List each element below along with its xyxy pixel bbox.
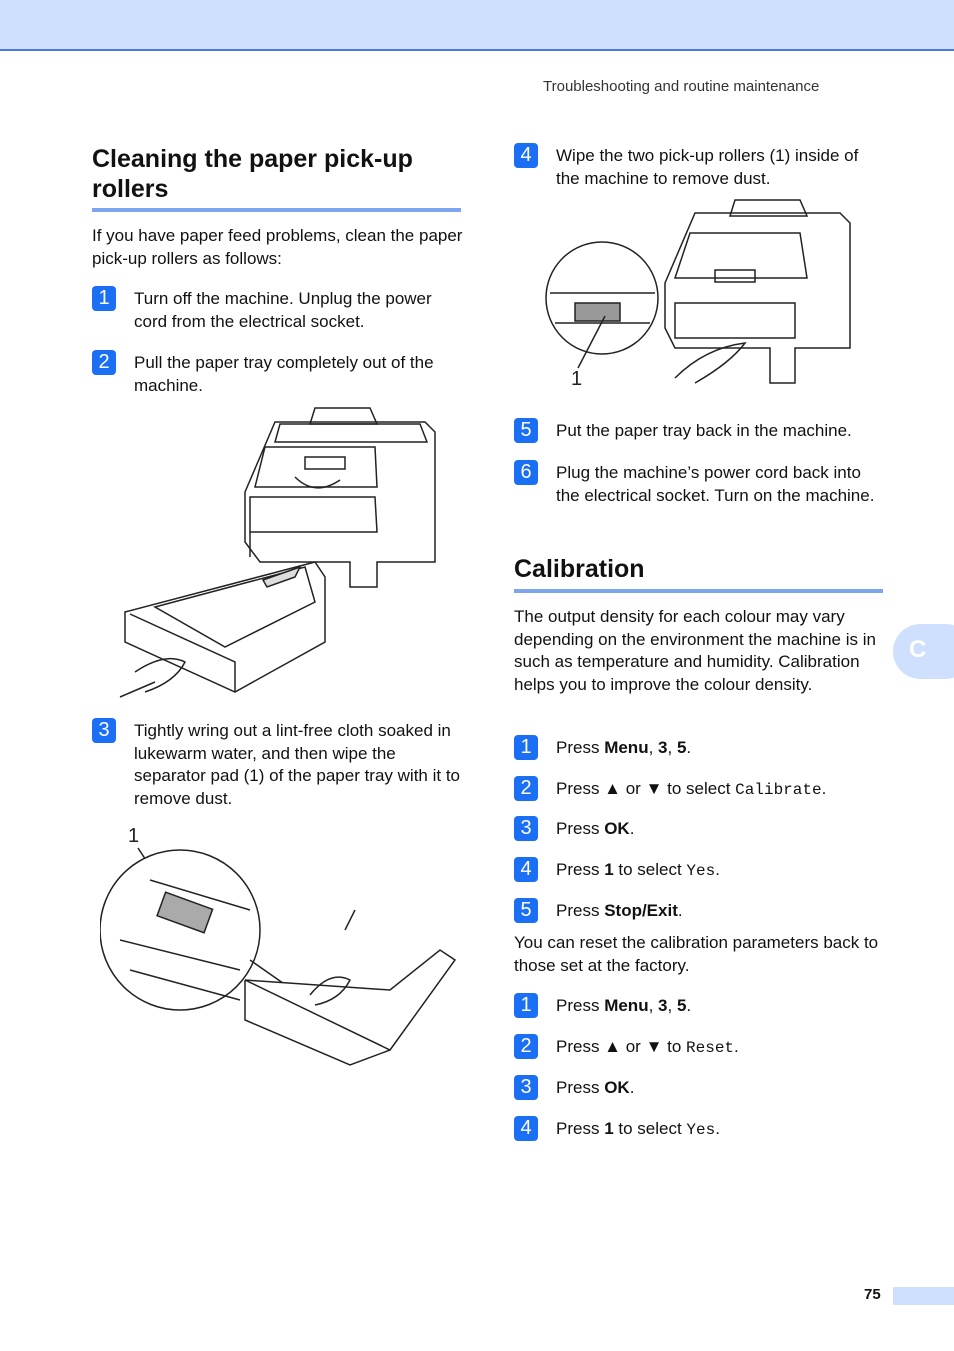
title-rule: [92, 208, 461, 212]
step-number: 3: [514, 1075, 538, 1100]
separator-pad-illustration: 1: [100, 825, 457, 1066]
section-title-cleaning: Cleaning the paper pick-up rollers: [92, 145, 413, 203]
step-number: 3: [92, 718, 116, 743]
step-number: 4: [514, 1116, 538, 1141]
step-number: 2: [92, 350, 116, 375]
step-text: Press ▲ or ▼ to select Calibrate.: [556, 779, 827, 799]
chapter-tab: C: [893, 624, 954, 679]
running-header: Troubleshooting and routine maintenance: [543, 78, 820, 95]
top-banner: [0, 0, 954, 51]
chapter-tab-letter: C: [909, 636, 927, 663]
step-text: Tightly wring out a lint-free cloth soak…: [134, 721, 461, 808]
step-text: Plug the machine’s power cord back into …: [556, 463, 875, 505]
step-text: Turn off the machine. Unplug the power c…: [134, 289, 432, 331]
step-text: Wipe the two pick-up rollers (1) inside …: [556, 146, 859, 188]
step-number: 4: [514, 143, 538, 168]
step-number: 3: [514, 816, 538, 841]
calibration-intro: The output density for each colour may v…: [514, 607, 876, 694]
step-text: Put the paper tray back in the machine.: [556, 421, 852, 440]
page-number: 75: [864, 1286, 881, 1303]
callout-label: 1: [571, 368, 582, 390]
step-number: 5: [514, 418, 538, 443]
step-text: Press OK.: [556, 1078, 635, 1097]
step-text: Press 1 to select Yes.: [556, 860, 720, 880]
step-text: Press Stop/Exit.: [556, 901, 683, 920]
printer-tray-illustration: [119, 407, 436, 698]
step-number: 2: [514, 776, 538, 801]
step-number: 5: [514, 898, 538, 923]
step-text: Press OK.: [556, 819, 635, 838]
pickup-rollers-illustration: 1: [545, 199, 851, 390]
step-number: 4: [514, 857, 538, 882]
step-number: 6: [514, 460, 538, 485]
step-number: 1: [514, 735, 538, 760]
step-number: 2: [514, 1034, 538, 1059]
step-text: Press Menu, 3, 5.: [556, 738, 692, 757]
callout-label: 1: [128, 825, 139, 847]
step-text: Press ▲ or ▼ to Reset.: [556, 1037, 739, 1057]
intro-paragraph: If you have paper feed problems, clean t…: [92, 226, 463, 268]
step-text: Pull the paper tray completely out of th…: [134, 353, 434, 395]
page-number-bar: [893, 1287, 954, 1305]
reset-intro: You can reset the calibration parameters…: [514, 933, 879, 975]
title-rule: [514, 589, 883, 593]
step-text: Press 1 to select Yes.: [556, 1119, 720, 1139]
section-title-calibration: Calibration: [514, 555, 645, 583]
step-number: 1: [514, 993, 538, 1018]
step-text: Press Menu, 3, 5.: [556, 996, 692, 1015]
step-number: 1: [92, 286, 116, 311]
